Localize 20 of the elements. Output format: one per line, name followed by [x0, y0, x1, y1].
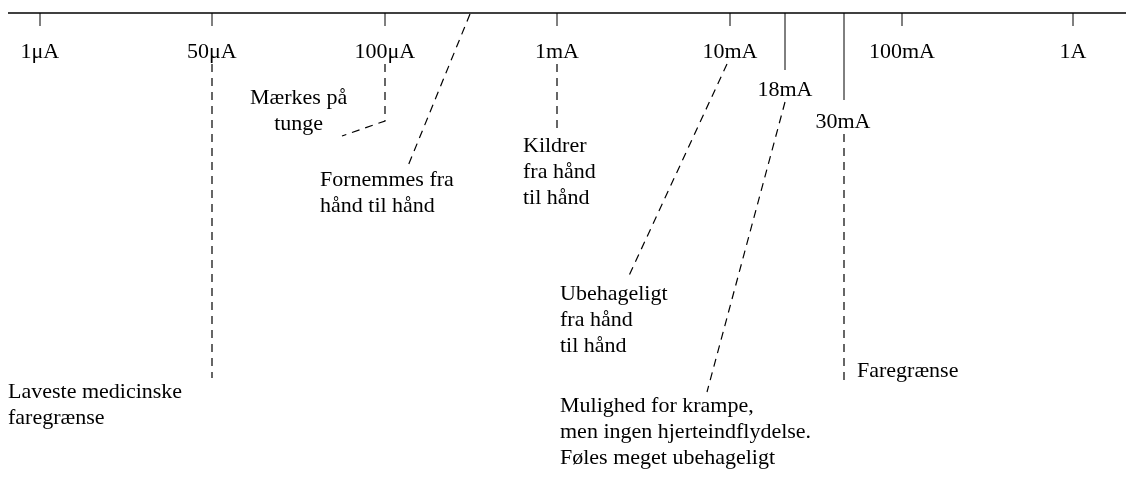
- scale-value: 100μA: [354, 38, 416, 64]
- scale-value: 1μA: [20, 38, 60, 64]
- leader-line: [211, 63, 213, 379]
- effect-description: Ubehageligt fra hånd til hånd: [560, 280, 668, 358]
- effect-description: Mulighed for krampe, men ingen hjerteindflydelse. Føles meget ubehageligt: [560, 392, 812, 470]
- leader-line: [407, 13, 471, 167]
- scale-value: 18mA: [757, 76, 813, 102]
- leader-line: [706, 101, 786, 393]
- scale-value: 1A: [1059, 38, 1087, 64]
- effect-description: Fornemmes fra hånd til hånd: [320, 166, 454, 218]
- scale-value: 10mA: [702, 38, 758, 64]
- effect-description: Laveste medicinske faregrænse: [8, 378, 184, 430]
- effect-description: Mærkes på tunge: [250, 84, 348, 136]
- scale-value: 50μA: [187, 38, 237, 64]
- leader-line: [341, 63, 386, 137]
- scale-value: 30mA: [815, 108, 871, 134]
- scale-value: 100mA: [869, 38, 935, 64]
- effect-description: Faregrænse: [857, 357, 959, 383]
- effect-description: Kildrer fra hånd til hånd: [523, 132, 596, 210]
- scale-value: 1mA: [535, 38, 579, 64]
